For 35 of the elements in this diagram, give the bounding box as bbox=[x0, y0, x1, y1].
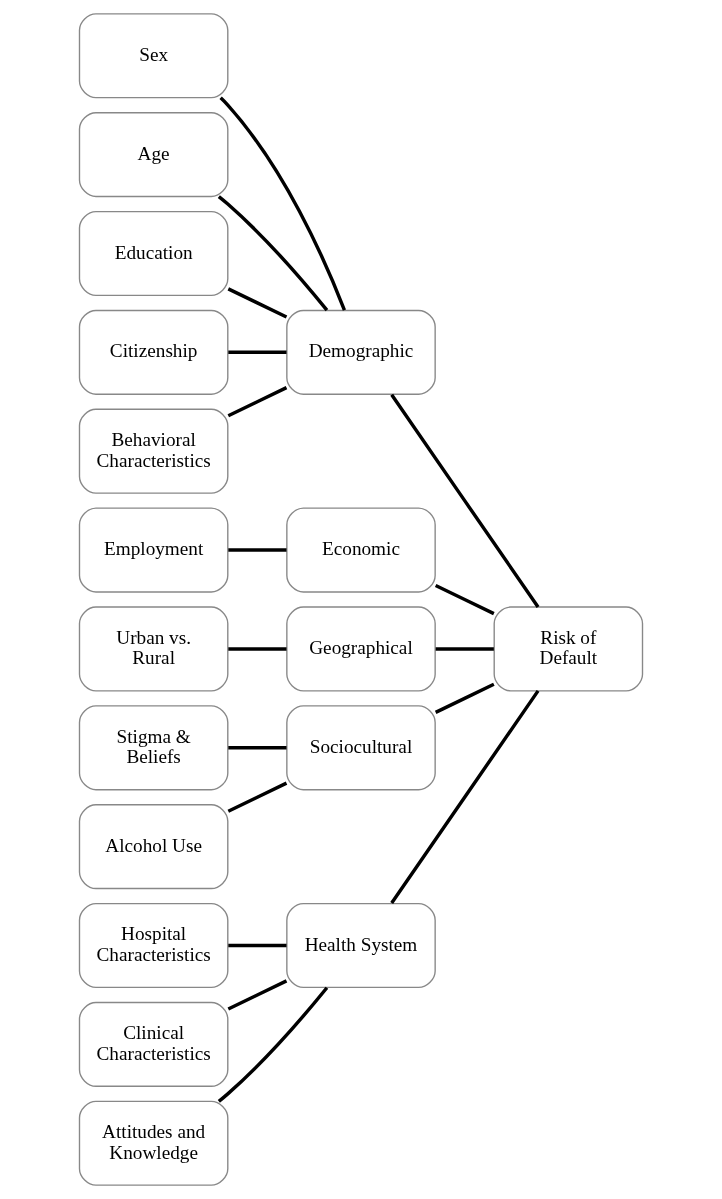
connector bbox=[227, 781, 288, 813]
node-box: Health System bbox=[286, 903, 436, 989]
connector bbox=[227, 287, 288, 319]
node-box: Sex bbox=[78, 13, 229, 99]
node-box: Education bbox=[78, 210, 229, 296]
node-box: Age bbox=[78, 112, 229, 198]
node-box: Clinical Characteristics bbox=[78, 1001, 229, 1087]
node-box: Demographic bbox=[286, 309, 436, 395]
node-box: Geographical bbox=[286, 606, 436, 692]
connector bbox=[217, 986, 329, 1103]
connector bbox=[217, 195, 329, 312]
connector bbox=[228, 746, 287, 750]
connector bbox=[434, 583, 495, 616]
node-box: Risk of Default bbox=[493, 606, 644, 692]
connector bbox=[219, 96, 347, 311]
node-box: Economic bbox=[286, 507, 436, 593]
connector bbox=[390, 393, 540, 608]
connector bbox=[228, 350, 287, 355]
node-box: Citizenship bbox=[78, 309, 229, 395]
connector bbox=[434, 682, 495, 714]
connector bbox=[228, 548, 287, 552]
node-box: Sociocultural bbox=[286, 705, 436, 791]
node-box: Alcohol Use bbox=[78, 804, 229, 890]
node-box: Hospital Characteristics bbox=[78, 903, 229, 989]
node-box: Behavioral Characteristics bbox=[78, 408, 229, 494]
node-box: Stigma & Beliefs bbox=[78, 705, 229, 791]
connector bbox=[390, 689, 540, 905]
connector bbox=[228, 647, 287, 651]
connector bbox=[435, 647, 494, 651]
node-box: Employment bbox=[78, 507, 229, 593]
node-box: Urban vs. Rural bbox=[78, 606, 229, 692]
node-box: Attitudes and Knowledge bbox=[78, 1100, 229, 1186]
connector bbox=[228, 943, 287, 948]
connector bbox=[227, 979, 288, 1011]
connector bbox=[227, 386, 288, 418]
